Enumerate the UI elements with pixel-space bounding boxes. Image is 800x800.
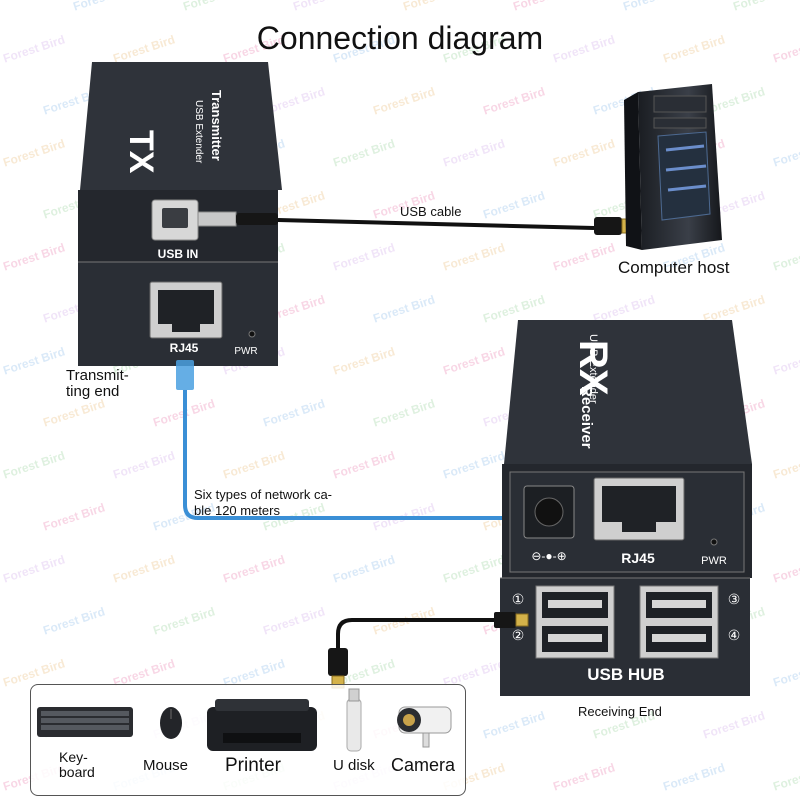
device-label-udisk: U disk: [333, 757, 375, 774]
printer-icon: [207, 699, 317, 751]
tx-face-line1: USB Extender: [193, 100, 204, 164]
transmitting-end-label-1: Transmit-: [66, 367, 129, 384]
network-label-2: ble 120 meters: [194, 503, 280, 518]
transmitter-top-face: [80, 62, 282, 190]
computer-tower-icon: [624, 84, 722, 250]
transmitter-unit: [78, 62, 282, 366]
camera-icon: [397, 706, 452, 748]
tx-usb-in-label: USB IN: [158, 247, 199, 261]
rx-face-rx: RX: [571, 340, 615, 396]
rx-rj45-label: RJ45: [621, 550, 655, 566]
port-number-1: ①: [512, 591, 525, 607]
rx-pwr-label: PWR: [701, 555, 727, 567]
receiving-end-label: Receiving End: [578, 704, 662, 719]
device-usb-cable: [328, 612, 529, 689]
transmitting-end-label-2: ting end: [66, 383, 120, 400]
keyboard-icon: [37, 707, 133, 737]
port-number-4: ④: [728, 627, 741, 643]
peripheral-devices-box: Key- board Mouse Printer U disk Camera: [30, 684, 466, 796]
usb-hub-label: USB HUB: [587, 665, 664, 684]
usb-cable: [197, 211, 637, 235]
tx-pwr-label: PWR: [234, 346, 257, 357]
rx-pwr-led-icon: [710, 538, 718, 546]
mouse-icon: [160, 707, 182, 739]
diagram-title: Connection diagram: [256, 20, 544, 56]
receiver-unit: [500, 320, 752, 696]
device-label-keyboard-1: Key-: [59, 749, 88, 765]
tx-pwr-led-icon: [248, 330, 256, 338]
device-label-printer: Printer: [225, 755, 281, 776]
receiver-top-face: [504, 320, 752, 464]
usb-hub-ports-icon: [535, 585, 719, 659]
tx-face-line2: Transmitter: [209, 90, 224, 161]
port-number-2: ②: [512, 627, 525, 643]
peripheral-icons: [37, 688, 452, 752]
tx-rj45-label: RJ45: [170, 341, 199, 355]
device-label-keyboard-2: board: [59, 764, 95, 780]
device-label-camera: Camera: [391, 755, 456, 775]
rx-face-line2: Receiver: [578, 386, 595, 449]
usb-disk-icon: [346, 688, 362, 752]
computer-host-label: Computer host: [618, 258, 730, 277]
port-number-3: ③: [728, 591, 741, 607]
rx-face-line1: USB Extender: [587, 334, 599, 404]
dc-symbol: ⊖-●-⊕: [531, 549, 566, 563]
device-label-mouse: Mouse: [143, 757, 189, 774]
network-label-1: Six types of network ca-: [194, 487, 332, 502]
tx-face-tx: TX: [122, 130, 160, 174]
usb-cable-label: USB cable: [400, 204, 461, 219]
